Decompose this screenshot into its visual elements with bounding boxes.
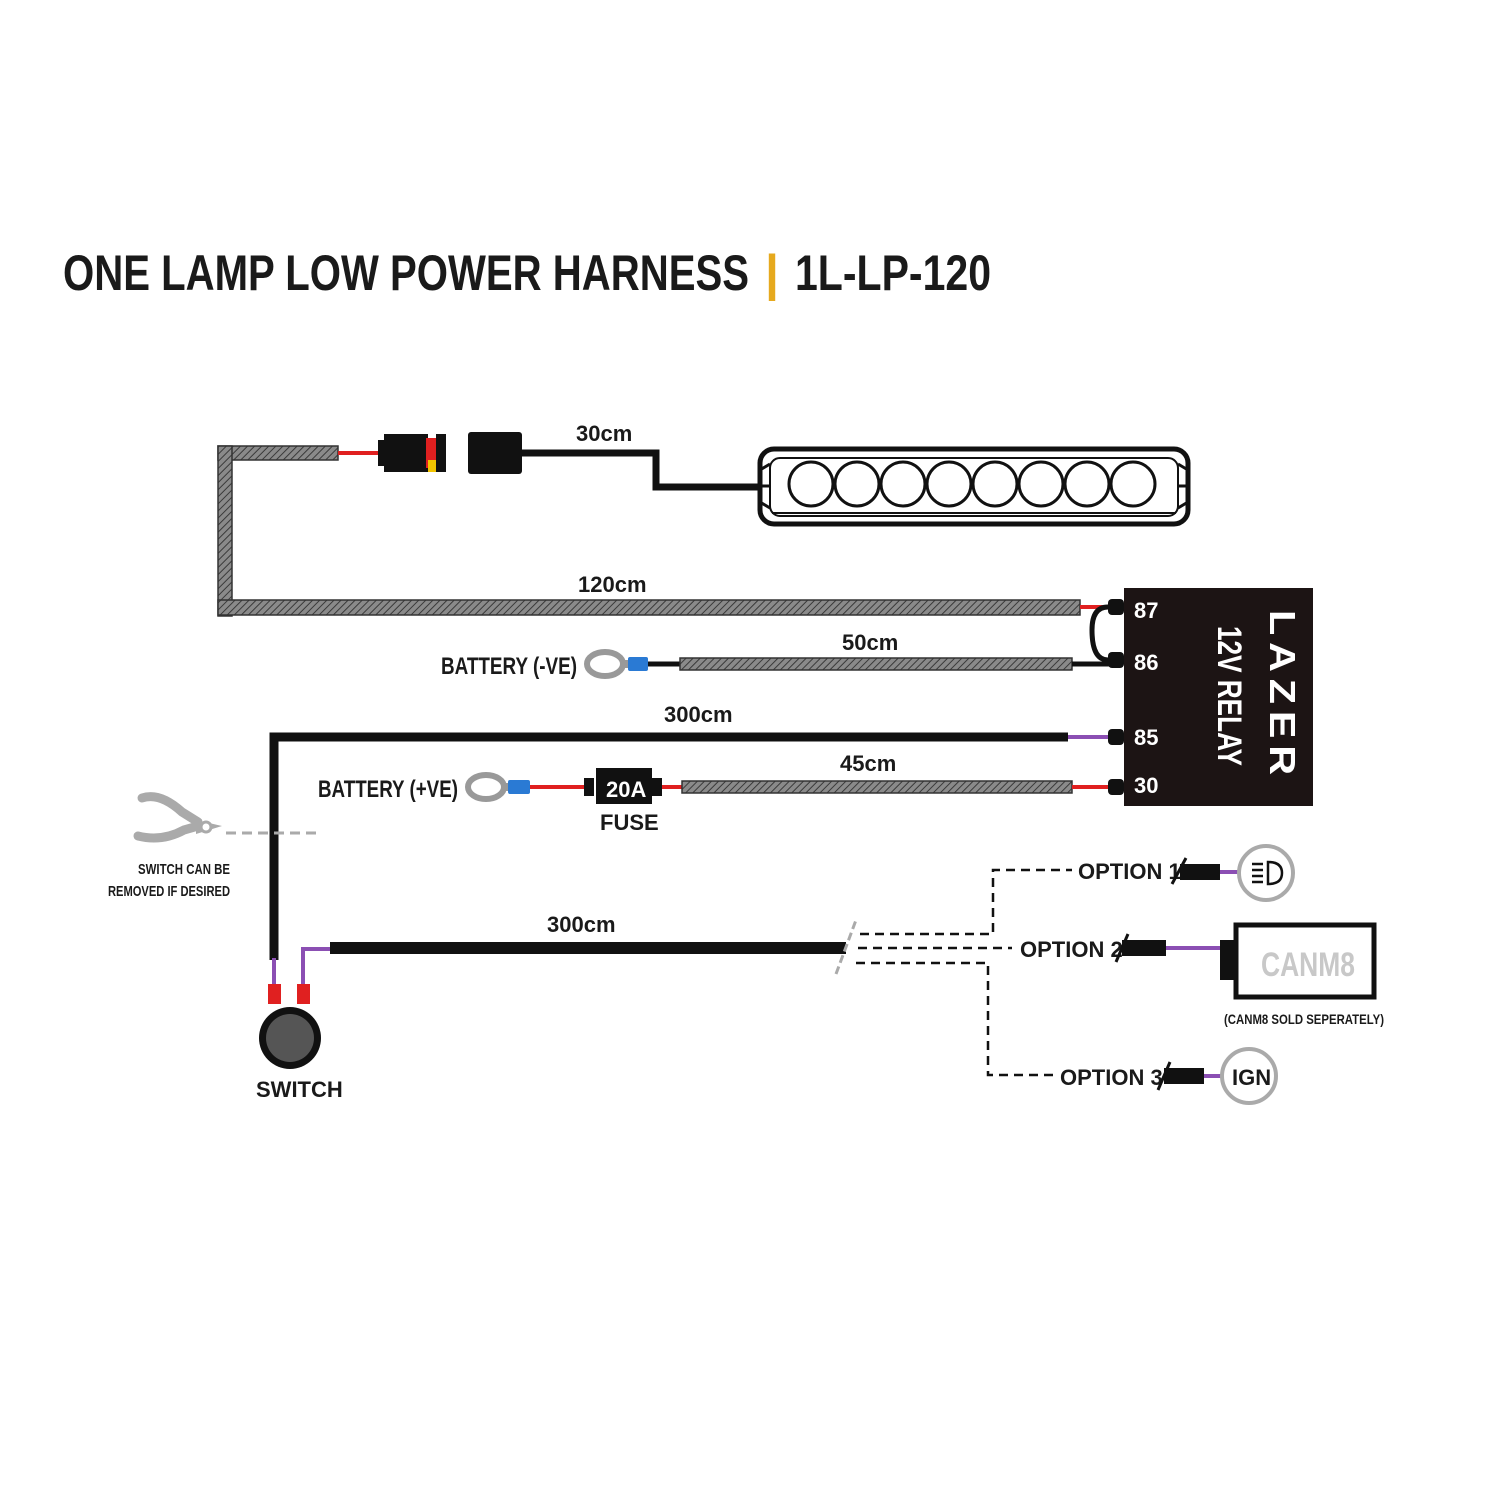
relay-pin-30: 30	[1134, 773, 1158, 798]
deutsch-connector-male[interactable]	[468, 432, 522, 474]
title-code: 1L-LP-120	[795, 245, 991, 301]
led-lens	[879, 460, 927, 508]
option-3-label: OPTION 3	[1060, 1065, 1163, 1090]
led-lens	[1063, 460, 1111, 508]
option-1-label: OPTION 1	[1078, 859, 1181, 884]
pin87-terminal	[1108, 599, 1124, 615]
switch-note-line1: SWITCH CAN BE	[138, 861, 230, 878]
relay-12v: 87 86 85 30 12V RELAY LAZER	[1124, 588, 1313, 806]
fuse-holder[interactable]: 20A	[584, 768, 662, 804]
relay-pin-85: 85	[1134, 725, 1158, 750]
option-routing-dashes	[856, 868, 1072, 1077]
pin86-terminal	[1108, 652, 1124, 668]
relay-pin-87: 87	[1134, 598, 1158, 623]
fuse-label: FUSE	[600, 810, 659, 835]
length-battery-neg: 50cm	[842, 630, 898, 655]
pin30-terminal	[1108, 779, 1124, 795]
length-battery-pos: 45cm	[840, 751, 896, 776]
relay-pin-86: 86	[1134, 650, 1158, 675]
led-lens	[1017, 460, 1065, 508]
led-light-bar-icon	[757, 446, 1191, 527]
lamp-lead-wire	[522, 449, 772, 491]
battery-pos-sleeve	[681, 780, 1073, 794]
led-lens	[833, 460, 881, 508]
title-separator: |	[765, 245, 779, 302]
canm8-note: (CANM8 SOLD SEPERATELY)	[1224, 1011, 1384, 1027]
lamp-feed-sleeve	[217, 445, 1081, 617]
wire-break-mark	[834, 919, 858, 975]
fuse-rating: 20A	[606, 777, 646, 802]
battery-neg-sleeve	[679, 657, 1073, 671]
wire-cutter-icon	[133, 792, 222, 843]
pin85-terminal	[1108, 729, 1124, 745]
switch-feed-wire	[269, 732, 1068, 960]
led-lens	[787, 460, 835, 508]
headlight-icon	[1237, 844, 1295, 902]
switch-note-line2: REMOVED IF DESIRED	[108, 883, 230, 900]
battery-neg-ring-terminal-icon[interactable]	[584, 649, 648, 679]
battery-pos-ring-terminal-icon[interactable]	[465, 772, 530, 802]
led-lens	[1109, 460, 1157, 508]
relay-brand-logo: LAZER	[1262, 610, 1303, 782]
length-trigger: 300cm	[547, 912, 616, 937]
canm8-module: CANM8	[1233, 922, 1377, 1000]
pin87-86-jumper	[1089, 604, 1109, 663]
led-lens	[971, 460, 1019, 508]
switch-label: SWITCH	[256, 1077, 343, 1102]
deutsch-connector-female[interactable]	[378, 434, 446, 472]
canm8-label: CANM8	[1261, 946, 1355, 984]
title-main: ONE LAMP LOW POWER HARNESS	[63, 245, 749, 301]
rocker-switch[interactable]	[259, 1007, 321, 1069]
option-2-label: OPTION 2	[1020, 937, 1123, 962]
length-switch-feed: 300cm	[664, 702, 733, 727]
ign-label: IGN	[1232, 1065, 1271, 1090]
length-lamp-feed: 120cm	[578, 572, 647, 597]
length-lamp-lead: 30cm	[576, 421, 632, 446]
battery-pos-label: BATTERY (+VE)	[318, 776, 458, 803]
battery-neg-label: BATTERY (-VE)	[441, 653, 577, 680]
led-lens	[925, 460, 973, 508]
ignition-icon: IGN	[1220, 1047, 1278, 1105]
relay-label: 12V RELAY	[1210, 626, 1248, 766]
